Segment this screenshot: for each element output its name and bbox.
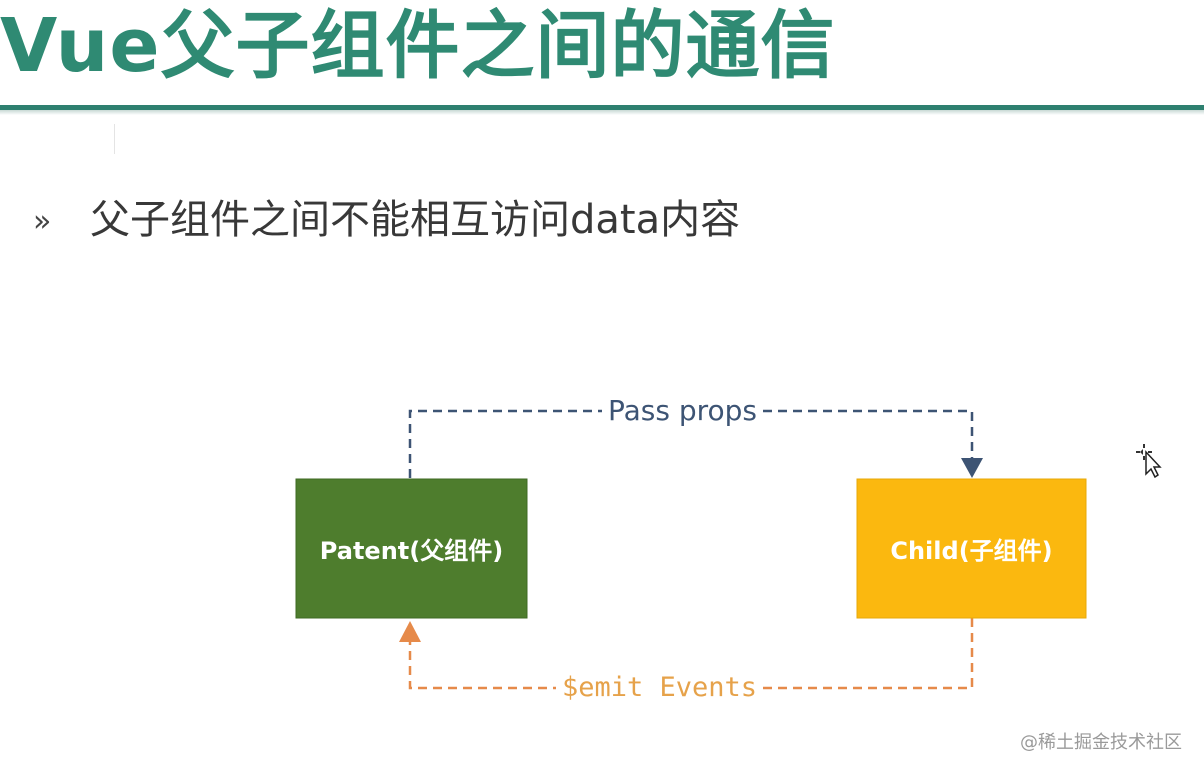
parent-box — [295, 478, 528, 619]
move-cursor-icon — [1136, 444, 1162, 478]
watermark: @稀土掘金技术社区 — [1020, 732, 1182, 753]
title-rule-shadow — [0, 110, 1204, 115]
emit-label: $emit Events — [556, 671, 764, 705]
faint-divider — [114, 124, 115, 154]
emit-arrowhead — [399, 621, 421, 642]
child-box — [856, 478, 1087, 619]
slide-title: Vue父子组件之间的通信 — [0, 3, 836, 89]
title-rule — [0, 105, 1204, 110]
props-arrowhead — [961, 458, 983, 478]
bullet-marker: » — [33, 204, 52, 239]
child-label: Child(子组件) — [890, 537, 1053, 565]
bullet-text: 父子组件之间不能相互访问data内容 — [90, 197, 741, 243]
parent-label: Patent(父组件) — [319, 537, 504, 565]
props-label: Pass props — [602, 394, 764, 428]
